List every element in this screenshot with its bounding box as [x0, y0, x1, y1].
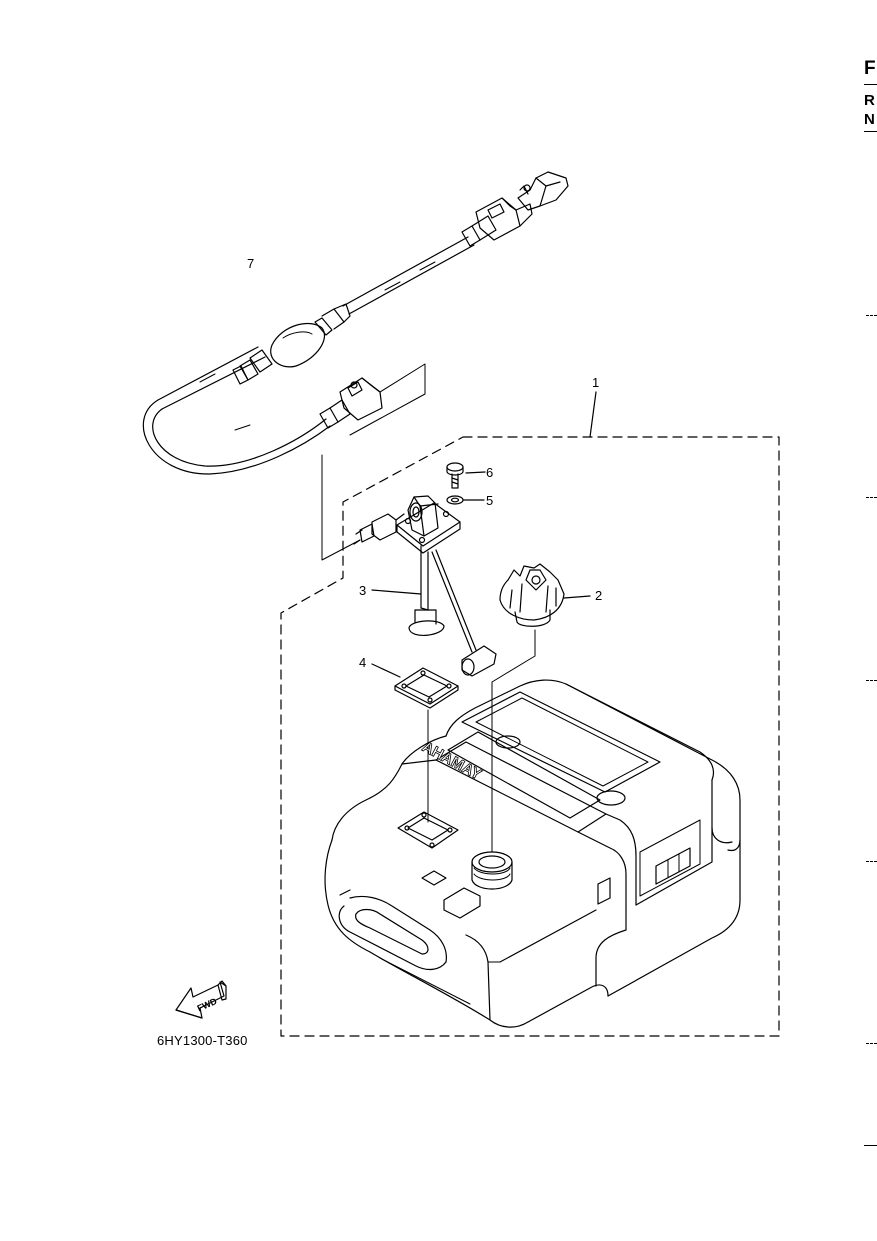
gasket — [394, 667, 459, 709]
edge-letter-n: N — [864, 111, 875, 128]
edge-rule — [864, 1145, 877, 1146]
install-line-cap — [491, 629, 536, 853]
edge-tick — [866, 315, 877, 316]
assembly-dashed-boundary — [280, 436, 780, 1037]
fuel-hose-assembly — [142, 236, 475, 475]
fwd-arrow-icon — [175, 980, 227, 1019]
edge-rule — [864, 131, 877, 132]
edge-tick — [866, 861, 877, 862]
edge-letter-r: R — [864, 92, 875, 109]
callout-leader-6 — [465, 471, 486, 474]
edge-letter-f: F — [864, 58, 876, 79]
callout-leader-2 — [563, 595, 591, 599]
cutaway-line — [321, 454, 361, 561]
callout-label-1: 1 — [592, 375, 599, 390]
callout-label-2: 2 — [595, 588, 602, 603]
tank-connector — [319, 377, 383, 429]
callout-leader-3 — [371, 589, 422, 595]
callout-leader-1 — [589, 391, 597, 438]
callout-label-6: 6 — [486, 465, 493, 480]
callout-label-4: 4 — [359, 655, 366, 670]
fuel-gauge-assembly — [353, 495, 497, 677]
edge-tick — [866, 497, 877, 498]
fuel-cap — [499, 563, 565, 627]
callout-leader-4 — [371, 663, 401, 678]
edge-tick — [866, 680, 877, 681]
callout-label-3: 3 — [359, 583, 366, 598]
washer — [446, 495, 464, 505]
cutaway-line — [349, 363, 426, 436]
part-code: 6HY1300-T360 — [157, 1033, 248, 1048]
engine-connector — [461, 171, 569, 247]
fuel-tank — [324, 679, 741, 1028]
callout-label-7: 7 — [247, 256, 254, 271]
fwd-label: FWD — [196, 996, 219, 1014]
edge-tick — [866, 1043, 877, 1044]
callout-label-5: 5 — [486, 493, 493, 508]
edge-rule — [864, 84, 877, 85]
primer-bulb — [232, 303, 351, 385]
screw — [446, 462, 464, 489]
